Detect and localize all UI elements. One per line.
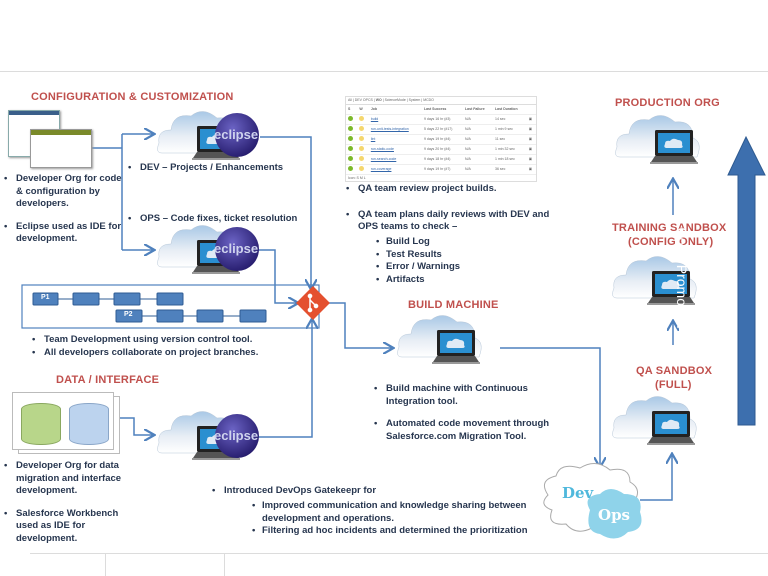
branch-commit bbox=[32, 292, 59, 306]
footer-divider bbox=[30, 553, 768, 554]
bullet: Developer Org for code & configuration b… bbox=[2, 173, 122, 211]
bullet: Build Log bbox=[374, 236, 524, 249]
data-bullets: Developer Org for data migration and int… bbox=[2, 460, 127, 545]
bullet: Team Development using version control t… bbox=[30, 334, 320, 347]
bullet: Eclipse used as IDE for development. bbox=[2, 221, 122, 246]
eclipse-logo-text: eclipse bbox=[214, 241, 259, 256]
org-screenshot-thumbnail bbox=[30, 129, 92, 168]
production-org-title: PRODUCTION ORG bbox=[615, 97, 720, 109]
branch-commit bbox=[72, 292, 100, 306]
bullet: Introduced DevOps Gatekeepr for bbox=[210, 485, 550, 498]
bullet: Test Results bbox=[374, 249, 524, 262]
branch-p2-label: P2 bbox=[124, 311, 133, 318]
table-footer: Icon: S M L bbox=[348, 175, 366, 180]
devops-logo-ops: Ops bbox=[598, 506, 630, 524]
footer-separator bbox=[224, 553, 225, 576]
arrow-build-to-devops bbox=[500, 347, 600, 466]
dev-label: DEV – Projects / Enhancements bbox=[126, 162, 326, 175]
training-sandbox-subtitle: (CONFIG ONLY) bbox=[628, 236, 714, 248]
jenkins-build-table: All | DEV OPCS | WO | ScienceMode | Syst… bbox=[345, 96, 537, 182]
bullet: Developer Org for data migration and int… bbox=[2, 460, 127, 498]
database-diagram bbox=[12, 392, 114, 450]
bullet: Automated code movement through Salesfor… bbox=[372, 418, 552, 443]
devops-bullets: Introduced DevOps Gatekeepr for bbox=[210, 485, 550, 498]
branch-bullets: Team Development using version control t… bbox=[30, 334, 320, 359]
eclipse-logo-icon bbox=[215, 227, 259, 271]
config-title: CONFIGURATION & CUSTOMIZATION bbox=[31, 91, 234, 103]
branch-commit bbox=[115, 309, 143, 323]
cloud-laptop-icon bbox=[612, 395, 697, 446]
training-sandbox-title: TRAINING SANDBOX bbox=[612, 222, 727, 234]
arrow-ops-to-git bbox=[258, 249, 297, 303]
arrow-dev-to-git bbox=[260, 136, 311, 288]
cloud-laptop-icon bbox=[397, 314, 482, 365]
branch-commit bbox=[239, 309, 267, 323]
arrow-to-data-eclipse bbox=[120, 417, 153, 435]
qa-sandbox-subtitle: (FULL) bbox=[655, 379, 692, 391]
build-machine-title: BUILD MACHINE bbox=[408, 299, 499, 311]
bullet: All developers collaborate on project br… bbox=[30, 347, 320, 360]
code-promotion-arrow bbox=[727, 135, 766, 426]
eclipse-logo-icon bbox=[215, 113, 259, 157]
header-divider bbox=[0, 71, 768, 72]
bullet: Artifacts bbox=[374, 274, 524, 287]
branch-commit bbox=[196, 309, 224, 323]
bullet: Salesforce Workbench used as IDE for dev… bbox=[2, 508, 127, 546]
bullet: Build machine with Continuous Integratio… bbox=[372, 383, 552, 408]
arrow-devops-to-qa bbox=[640, 455, 672, 501]
cloud-laptop-icon bbox=[615, 114, 700, 165]
ops-label: OPS – Code fixes, ticket resolution bbox=[126, 213, 326, 226]
code-promotion-label: Code Promotion bbox=[674, 227, 690, 329]
devops-logo-dev: Dev bbox=[562, 484, 594, 502]
qa-sandbox-title: QA SANDBOX bbox=[636, 365, 713, 377]
qa-checks: Build Log Test Results Error / Warnings … bbox=[374, 236, 524, 286]
eclipse-logo-text: eclipse bbox=[214, 428, 259, 443]
eclipse-logo-text: eclipse bbox=[214, 127, 259, 142]
arrow-data-to-git bbox=[258, 320, 312, 438]
bullet: Error / Warnings bbox=[374, 261, 524, 274]
branch-commit bbox=[156, 292, 184, 306]
branch-p1-label: P1 bbox=[41, 294, 50, 301]
bullet: QA team review project builds. bbox=[344, 183, 554, 196]
arrow-git-to-build bbox=[327, 302, 392, 348]
database-icon bbox=[69, 403, 109, 445]
bullet: QA team plans daily reviews with DEV and… bbox=[344, 209, 554, 234]
footer-separator bbox=[105, 553, 106, 576]
branch-commit bbox=[113, 292, 141, 306]
bullet: Improved communication and knowledge sha… bbox=[250, 500, 550, 525]
eclipse-logo-icon bbox=[215, 414, 259, 458]
branch-commit bbox=[156, 309, 184, 323]
git-icon bbox=[296, 286, 330, 320]
build-bullets: Build machine with Continuous Integratio… bbox=[372, 383, 552, 443]
bullet: Filtering ad hoc incidents and determine… bbox=[250, 525, 550, 538]
devops-items: Improved communication and knowledge sha… bbox=[250, 500, 550, 538]
qa-bullets: QA team review project builds. QA team p… bbox=[344, 183, 554, 234]
database-icon bbox=[21, 403, 61, 445]
config-bullets: Developer Org for code & configuration b… bbox=[2, 173, 122, 246]
devops-logo-icon bbox=[543, 463, 642, 539]
data-interface-title: DATA / INTERFACE bbox=[56, 374, 160, 386]
